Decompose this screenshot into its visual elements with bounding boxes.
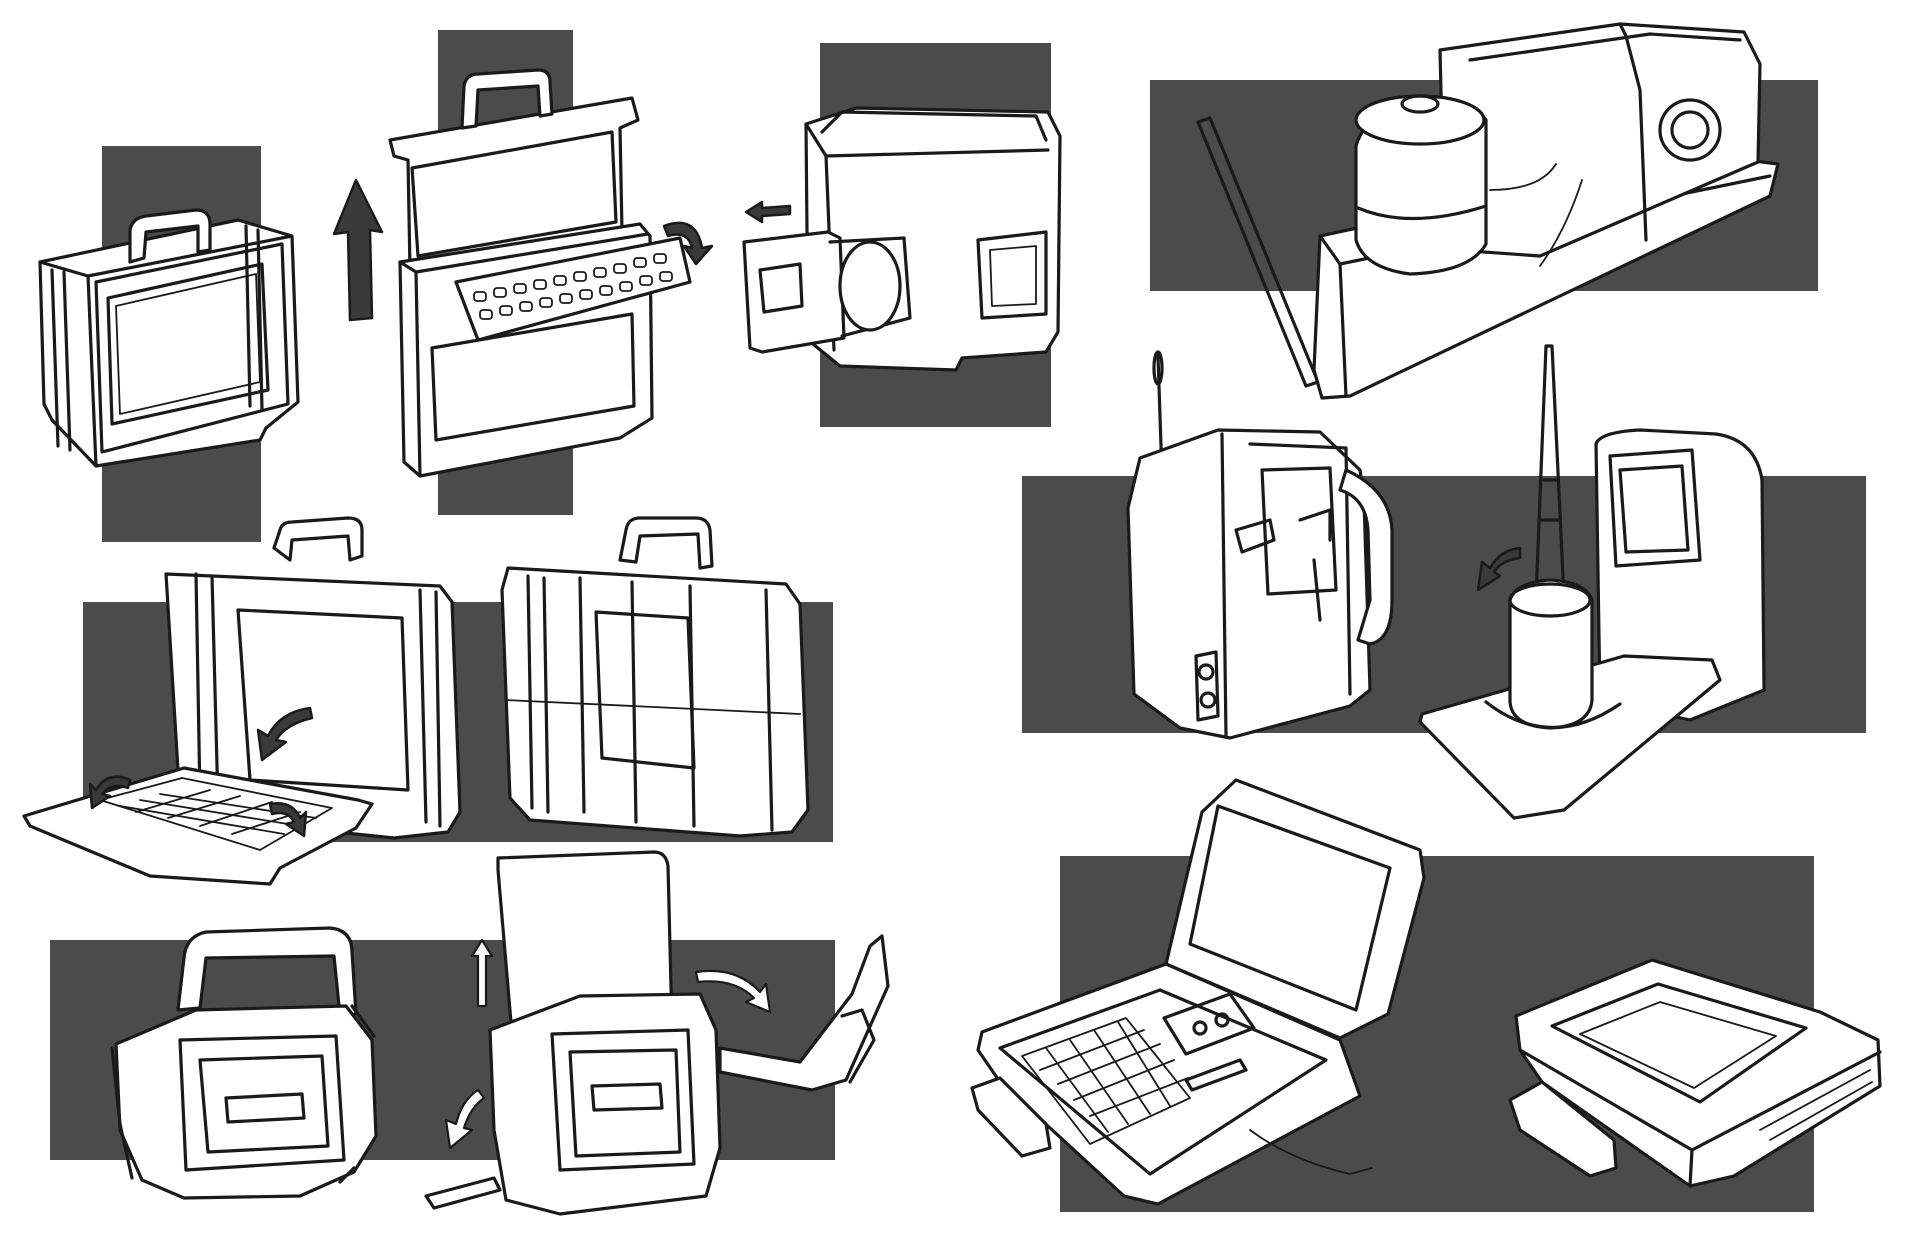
rugged-laptop-open-sketch (970, 778, 1426, 1206)
arrow-down-left-icon (444, 1088, 486, 1150)
box-drawer-sketch (742, 106, 1062, 372)
generator-unit-sketch (1196, 22, 1780, 400)
arrow-left-icon (744, 200, 792, 224)
case-closed-large-sketch (500, 516, 810, 838)
briefcase-closed-sketch (38, 208, 300, 468)
backpack-unit-sketch (110, 926, 378, 1200)
rugged-laptop-closed-sketch (1508, 958, 1882, 1188)
curved-arrow-icon (662, 221, 714, 266)
arrow-up-icon (470, 938, 494, 1008)
arrow-down-curve-icon (256, 706, 314, 762)
arrow-up-icon (332, 178, 384, 322)
laptop-keys (1021, 1017, 1191, 1145)
arrow-curve-right-icon (694, 969, 772, 1014)
arrow-right-curve-icon (268, 802, 308, 838)
radio-antenna-open-sketch (1418, 344, 1766, 820)
radio-pack-sketch (1126, 350, 1394, 740)
arrow-left-curve-icon (88, 775, 132, 810)
backpack-unit-open-sketch (424, 850, 890, 1216)
keyboard-keys (473, 253, 673, 320)
briefcase-open-keyboard-sketch (388, 68, 692, 478)
arrow-down-left-icon (1476, 546, 1522, 592)
case-open-fold-out-sketch (22, 516, 462, 886)
